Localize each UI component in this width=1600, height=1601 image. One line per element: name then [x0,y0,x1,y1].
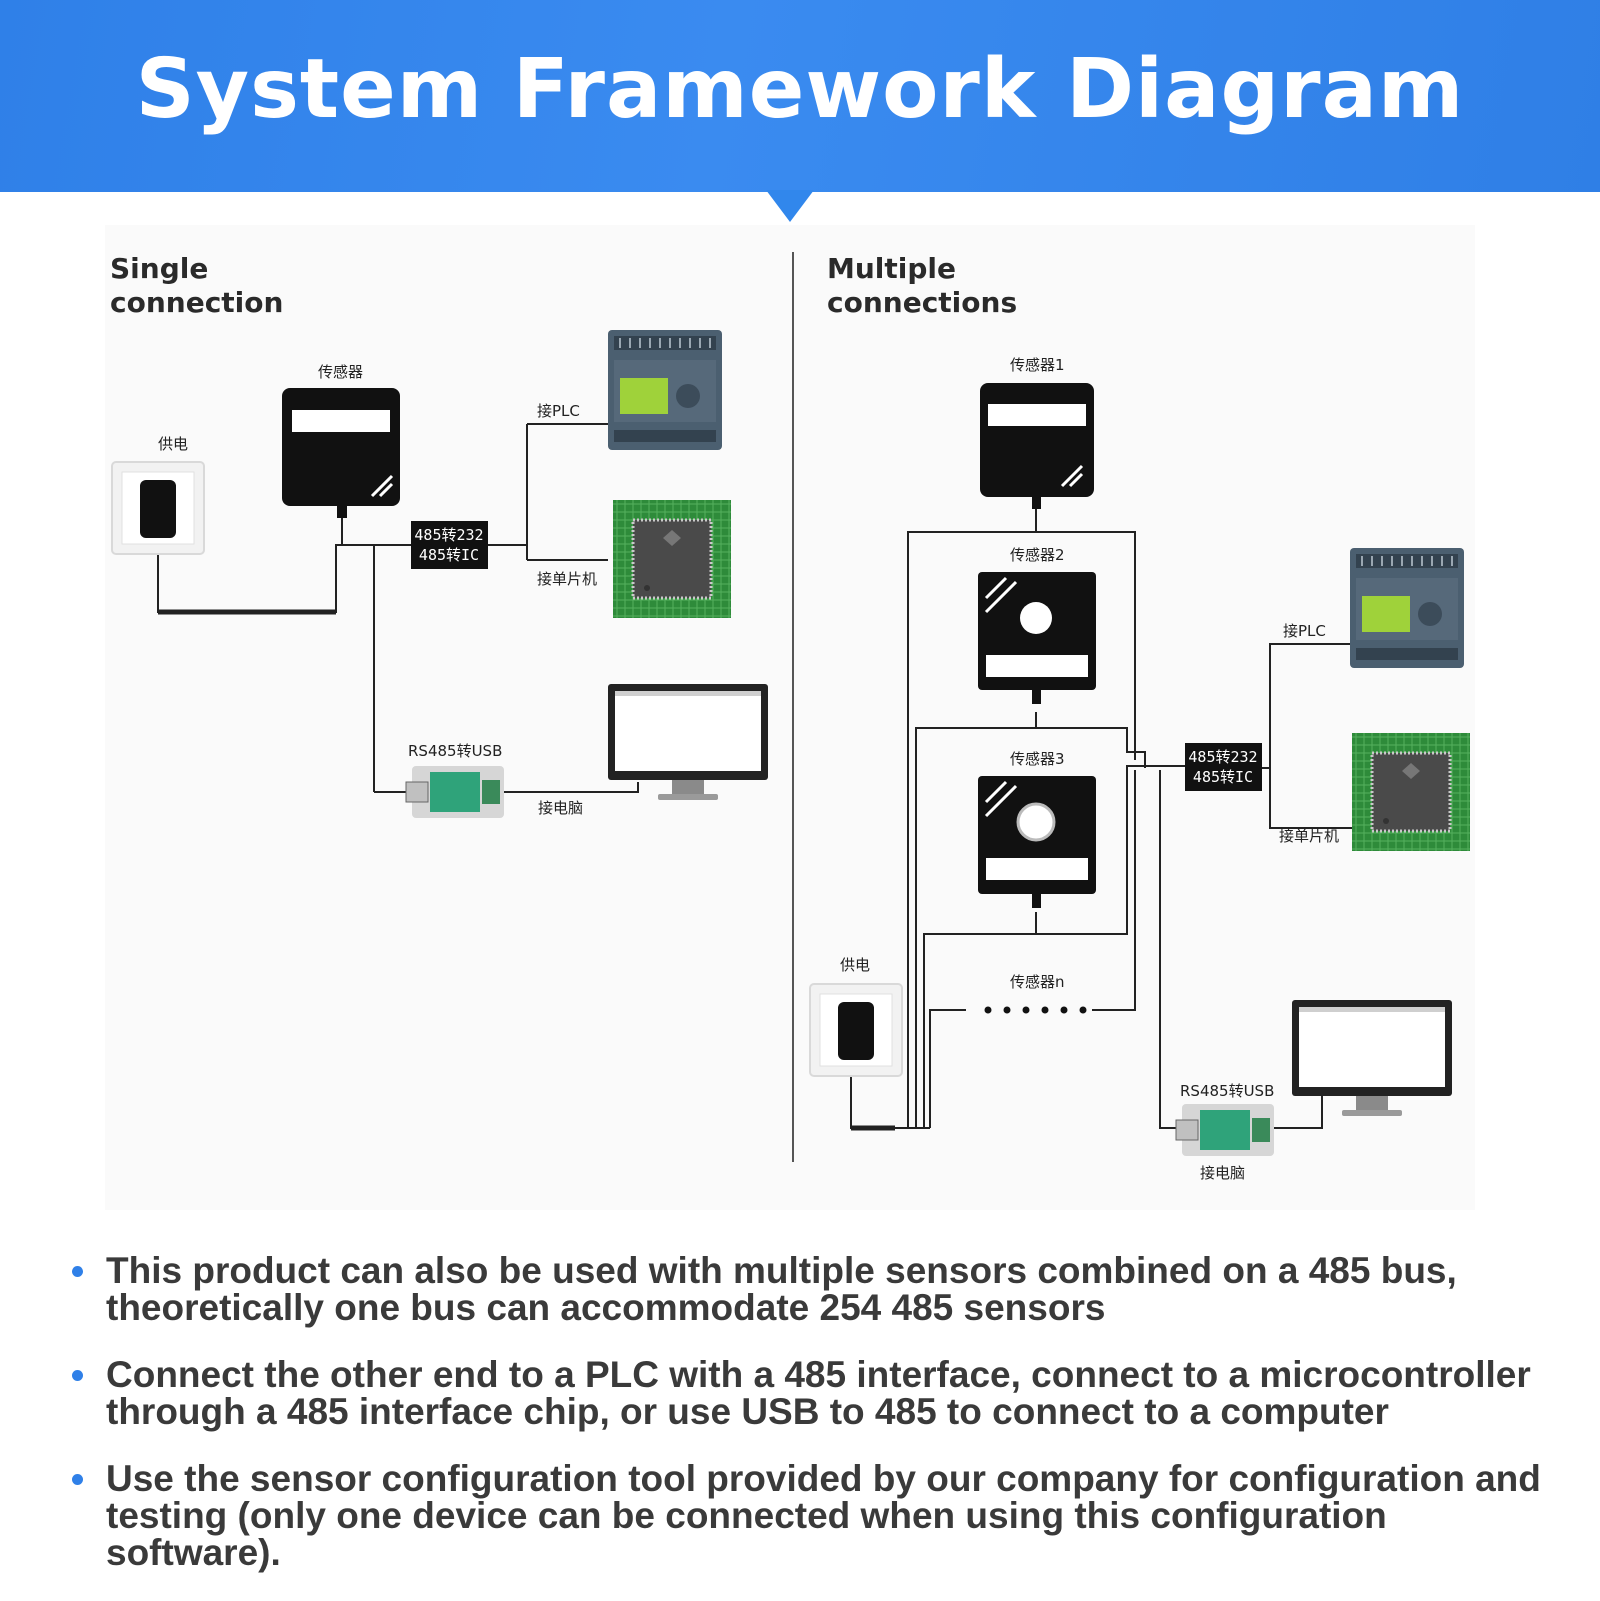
sensorn-ellipsis [984,1006,1087,1014]
single-mcu-label: 接单片机 [537,570,597,588]
title-banner: System Framework Diagram [0,0,1600,192]
single-sensor-label: 传感器 [318,363,363,381]
multiple-mcu-chip [1350,731,1472,853]
page-title: System Framework Diagram [135,42,1465,137]
multiple-connections-title: Multiple connections [827,252,1018,319]
single-plc-device [607,329,723,451]
sensor3-label: 传感器3 [1010,750,1065,768]
single-computer-label: 接电脑 [538,799,583,817]
multiple-converter-line1: 485转232 [1188,748,1257,766]
banner-pointer [766,190,814,222]
multiple-mcu-label: 接单片机 [1279,827,1339,845]
multiple-plc-label: 接PLC [1283,622,1326,640]
section-divider [792,252,794,1162]
single-plc-label: 接PLC [537,402,580,420]
sensorn-label: 传感器n [1010,973,1065,991]
multiple-power-outlet [809,983,903,1077]
single-computer-monitor [608,684,768,800]
feature-bullets: This product can also be used with multi… [70,1252,1570,1601]
single-mcu-chip [611,498,733,620]
sensor2-label: 传感器2 [1010,546,1065,564]
single-converter-line2: 485转IC [419,546,479,564]
bullet-item: Use the sensor configuration tool provid… [70,1460,1570,1571]
sensor3 [978,776,1096,908]
sensor2 [978,572,1096,704]
multiple-converter-box: 485转232 485转IC [1185,743,1262,791]
multiple-usb-module [1175,1103,1275,1157]
bullet-dot-icon [72,1266,83,1277]
framework-diagram: 供电 传感器 485转232 485转IC 接PLC 接单片机 RS485转US… [111,329,1472,1182]
multiple-converter-line2: 485转IC [1193,768,1253,786]
single-power-outlet [111,461,205,555]
sensor1-label: 传感器1 [1010,356,1065,374]
single-usb-label: RS485转USB [408,742,502,760]
multiple-usb-label: RS485转USB [1180,1082,1274,1100]
single-power-label: 供电 [158,435,188,453]
bullet-dot-icon [72,1370,83,1381]
single-converter-box: 485转232 485转IC [411,521,488,569]
sensor1 [980,383,1094,509]
single-usb-module [405,765,505,819]
bullet-item: This product can also be used with multi… [70,1252,1570,1326]
bullet-item: Connect the other end to a PLC with a 48… [70,1356,1570,1430]
bullet-dot-icon [72,1474,83,1485]
multiple-computer-monitor [1292,1000,1452,1116]
multiple-power-label: 供电 [840,956,870,974]
single-converter-line1: 485转232 [414,526,483,544]
single-connection-title: Single connection [110,252,284,319]
multiple-wires [850,506,1356,1129]
multiple-plc-device [1349,547,1465,669]
multiple-computer-label: 接电脑 [1200,1164,1245,1182]
single-sensor [282,388,400,518]
